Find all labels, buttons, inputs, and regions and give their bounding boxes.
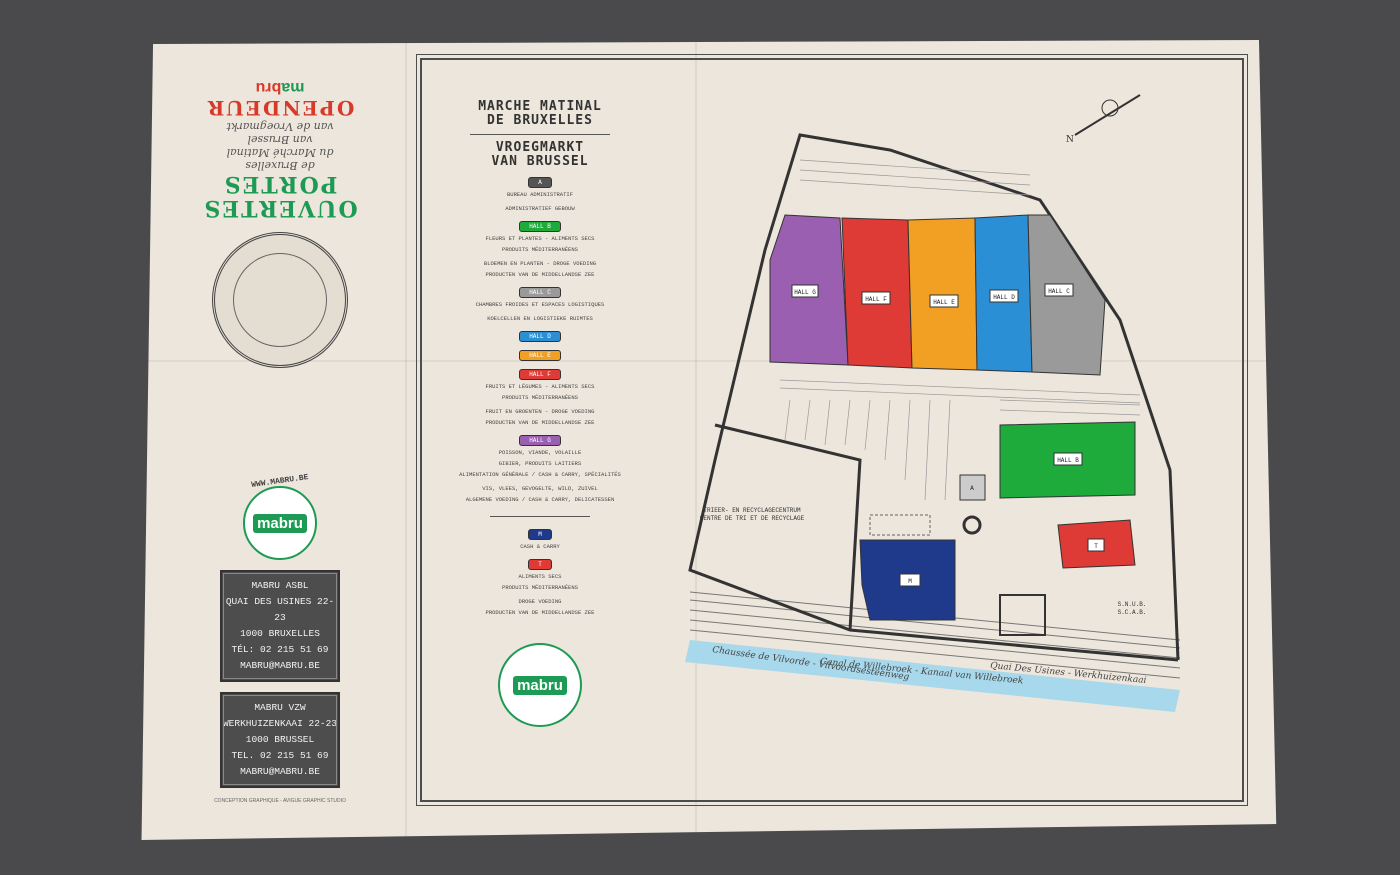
recycling-area	[869, 514, 931, 536]
halls-layer	[769, 214, 1136, 621]
hall-c-label: HALL C	[1048, 288, 1070, 295]
legend-item: HALL B FLEURS ET PLANTES - ALIMENTS SECS P…	[450, 213, 630, 279]
legend-text-nl2: PRODUCTEN VAN DE MIDDELLANDSE ZEE	[485, 419, 595, 426]
parking-rows	[779, 159, 1141, 501]
svg-text:N: N	[1066, 135, 1074, 145]
address-nl: MABRU VZW WERKHUIZENKAAI 22-23 1000 BRUS…	[220, 692, 340, 788]
legend-text-fr: FLEURS ET PLANTES - ALIMENTS SECS	[485, 235, 595, 242]
legend-text-fr2: PRODUITS MÉDITERRANÉENS	[502, 246, 578, 253]
legend-text-fr2: PRODUITS MÉDITERRANÉENS	[502, 394, 578, 401]
legend-text-fr: CHAMBRES FROIDES ET ESPACES LOGISTIQUES	[475, 301, 605, 308]
legend-text-fr: BUREAU ADMINISTRATIF	[506, 191, 573, 198]
legend-text-fr3: ALIMENTATION GÉNÉRALE / CASH & CARRY, SP…	[459, 471, 621, 478]
fold-line	[405, 40, 407, 840]
hall-t-label: T	[1094, 543, 1098, 550]
legend-title-nl-2: VAN BRUSSEL	[491, 154, 589, 169]
address-fr: MABRU ASBL QUAI DES USINES 22-23 1000 BR…	[220, 570, 340, 682]
legend-tag[interactable]: HALL F	[519, 369, 561, 380]
hall-labels: HALL G HALL F HALL E HALL D HALL C HALL …	[791, 283, 1105, 587]
legend-title-fr-1: MARCHE MATINAL	[478, 99, 602, 114]
roundabout	[962, 515, 982, 535]
mabru-badge: mabru	[243, 486, 317, 560]
scab-label: S.C.A.B.	[1118, 609, 1147, 616]
legend-item: HALL F FRUITS ET LÉGUMES - ALIMENTS SECS P…	[450, 361, 630, 427]
legend-text-nl: BLOEMEN EN PLANTEN - DROGE VOEDING	[483, 260, 597, 267]
legend-text-nl: ADMINISTRATIEF GEBOUW	[505, 205, 575, 212]
legend-text-fr: POISSON, VIANDE, VOLAILLE	[498, 449, 582, 456]
recycling-label-nl: TRIEER- EN RECYCLAGECENTRUM	[703, 507, 801, 514]
contact-block: WWW.MABRU.BE mabru MABRU ASBL QUAI DES U…	[150, 473, 410, 804]
legend-tag[interactable]: HALL G	[519, 435, 561, 446]
rail-tracks	[689, 591, 1181, 679]
legend-item: A BUREAU ADMINISTRATIF ADMINISTRATIEF GEBO…	[450, 169, 630, 213]
legend-text-fr2: GIBIER, PRODUITS LAITIERS	[498, 460, 582, 467]
legend-title-nl-1: VROEGMARKT	[495, 140, 585, 155]
legend-text-nl: FRUIT EN GROENTEN - DROGE VOEDING	[485, 408, 595, 415]
legend-tag[interactable]: A	[528, 177, 552, 188]
legend-item: HALL D	[450, 323, 630, 342]
left-panel: OUVERTES PORTES de Bruxelles du Marché M…	[150, 60, 410, 804]
hall-m-label: M	[908, 578, 912, 585]
recycling-boundary	[714, 423, 862, 631]
legend-text-nl: KOELCELLEN EN LOGISTIEKE RUIMTES	[487, 315, 593, 322]
north-arrow-icon: N	[1066, 94, 1141, 145]
map-legend: MARCHE MATINAL DE BRUXELLES VROEGMARKT V…	[450, 100, 630, 727]
legend-tag[interactable]: M	[528, 529, 552, 540]
hall-b-label: HALL B	[1057, 457, 1079, 464]
legend-text-nl2: PRODUCTEN VAN DE MIDDELLANDSE ZEE	[485, 609, 595, 616]
hall-g-label: HALL G	[794, 289, 816, 296]
legend-text-fr: ALIMENTS SECS	[518, 573, 562, 580]
legend-items: A BUREAU ADMINISTRATIF ADMINISTRATIEF GEBO…	[450, 169, 630, 617]
site-boundary	[688, 133, 1180, 662]
legend-text-fr: FRUITS ET LÉGUMES - ALIMENTS SECS	[485, 383, 595, 390]
building-a-label: A	[970, 485, 974, 492]
legend-text-fr2: PRODUITS MÉDITERRANÉENS	[502, 584, 578, 591]
hall-f-label: HALL F	[865, 296, 887, 303]
canal-water	[685, 640, 1180, 712]
legend-item: M CASH & CARRY	[450, 521, 630, 551]
legend-item: T ALIMENTS SECS PRODUITS MÉDITERRANÉENS DRO…	[450, 551, 630, 617]
map-frame	[416, 54, 1248, 806]
legend-text-nl: DROGE VOEDING	[518, 598, 562, 605]
mabru-logo-bottom: mabru	[498, 643, 582, 727]
legend-text-nl: VIS, VLEES, GEVOGELTE, WILD, ZUIVEL	[482, 485, 598, 492]
legend-text-nl2: PRODUCTEN VAN DE MIDDELLANDSE ZEE	[485, 271, 595, 278]
legend-tag[interactable]: HALL B	[519, 221, 561, 232]
legend-text-fr: CASH & CARRY	[520, 543, 560, 550]
legend-tag[interactable]: HALL E	[519, 350, 561, 361]
legend-tag[interactable]: HALL D	[519, 331, 561, 342]
divider	[490, 516, 590, 517]
legend-item: HALL C CHAMBRES FROIDES ET ESPACES LOGIST…	[450, 279, 630, 323]
fold-line	[695, 40, 697, 840]
legend-item: HALL E	[450, 342, 630, 361]
fold-line	[141, 360, 1277, 362]
snub-label: S.N.U.B.	[1118, 601, 1147, 608]
hall-e-shape[interactable]	[907, 217, 978, 371]
legend-text-nl2: ALGEMENE VOEDING / CASH & CARRY, DELICAT…	[465, 496, 615, 503]
legend-tag[interactable]: HALL C	[519, 287, 561, 298]
building-a-shape[interactable]	[959, 474, 986, 501]
legend-tag[interactable]: T	[528, 559, 552, 570]
hall-d-label: HALL D	[993, 294, 1015, 301]
legend-item: HALL G POISSON, VIANDE, VOLAILLE GIBIER, P…	[450, 427, 630, 517]
hall-e-label: HALL E	[933, 299, 955, 306]
recycling-label-fr: CENTRE DE TRI ET DE RECYCLAGE	[700, 515, 805, 522]
credit-line: CONCEPTION GRAPHIQUE - AVIGUE GRAPHIC ST…	[214, 798, 346, 804]
divider	[470, 134, 610, 135]
legend-title-fr-2: DE BRUXELLES	[487, 113, 593, 128]
outbuilding	[999, 594, 1046, 636]
